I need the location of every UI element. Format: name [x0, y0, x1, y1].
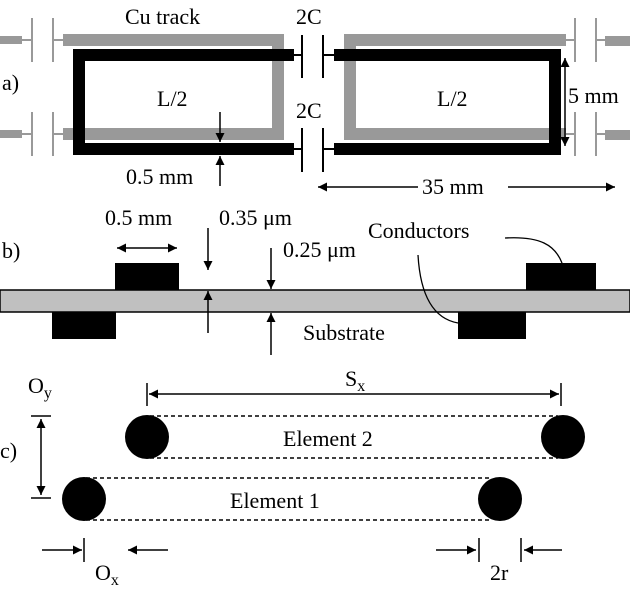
offset-x-dimension [42, 538, 168, 562]
substrate-thickness-label: 0.35 μm [219, 205, 292, 230]
conductor-top-right [526, 263, 596, 290]
diameter-dimension [436, 538, 562, 562]
capacitor-bottom [294, 128, 334, 172]
right-loop-label: L/2 [437, 86, 468, 111]
diameter-label: 2r [490, 560, 509, 585]
offset-x-label: Ox [95, 560, 119, 589]
conductor-width-label: 0.5 mm [105, 205, 172, 230]
cu-track-right [566, 18, 630, 156]
cu-track-label: Cu track [125, 4, 200, 29]
loop-height-label: 5 mm [568, 83, 619, 108]
panel-c-label: c) [0, 438, 17, 463]
offset-y-label: Oy [28, 373, 52, 402]
panel-b: b) 0.5 mm 0.35 μm 0.25 μm Conductors Sub… [0, 205, 630, 355]
panel-b-label: b) [2, 238, 20, 263]
separation-label: Sx [345, 366, 365, 395]
substrate-layer [0, 289, 630, 313]
offset-y-dimension [31, 415, 51, 499]
element-2-left-wire [125, 415, 169, 459]
conductor-thickness-label: 0.25 μm [283, 237, 356, 262]
conductor-top-left [115, 263, 179, 290]
conductor-bottom-right [458, 312, 526, 339]
conductors-leader-right [504, 237, 563, 264]
element-1-left-wire [62, 477, 106, 521]
loop-length-label: 35 mm [422, 174, 484, 199]
element-2-label: Element 2 [283, 426, 373, 451]
cu-track-loop-right [344, 34, 566, 140]
panel-a-label: a) [2, 70, 19, 95]
cu-track-left [0, 18, 284, 156]
capacitor-bottom-label: 2C [296, 98, 322, 123]
conductor-loop-left [73, 49, 294, 155]
element-1-label: Element 1 [230, 488, 320, 513]
element-1 [62, 477, 522, 521]
track-width-label: 0.5 mm [126, 164, 193, 189]
separation-dimension [146, 383, 562, 406]
conductors-leader-left [417, 254, 459, 324]
element-1-right-wire [478, 477, 522, 521]
element-2-right-wire [541, 415, 585, 459]
panel-c: c) Oy Sx Element 2 Ele [0, 366, 585, 589]
conductors-label: Conductors [368, 218, 469, 243]
conductor-bottom-left [52, 312, 116, 339]
capacitor-top [294, 35, 334, 78]
panel-a: a) Cu track [0, 4, 630, 199]
substrate-label: Substrate [303, 320, 385, 345]
capacitor-top-label: 2C [296, 4, 322, 29]
conductor-loop-right [334, 49, 561, 155]
element-2 [125, 415, 585, 459]
left-loop-label: L/2 [157, 86, 188, 111]
